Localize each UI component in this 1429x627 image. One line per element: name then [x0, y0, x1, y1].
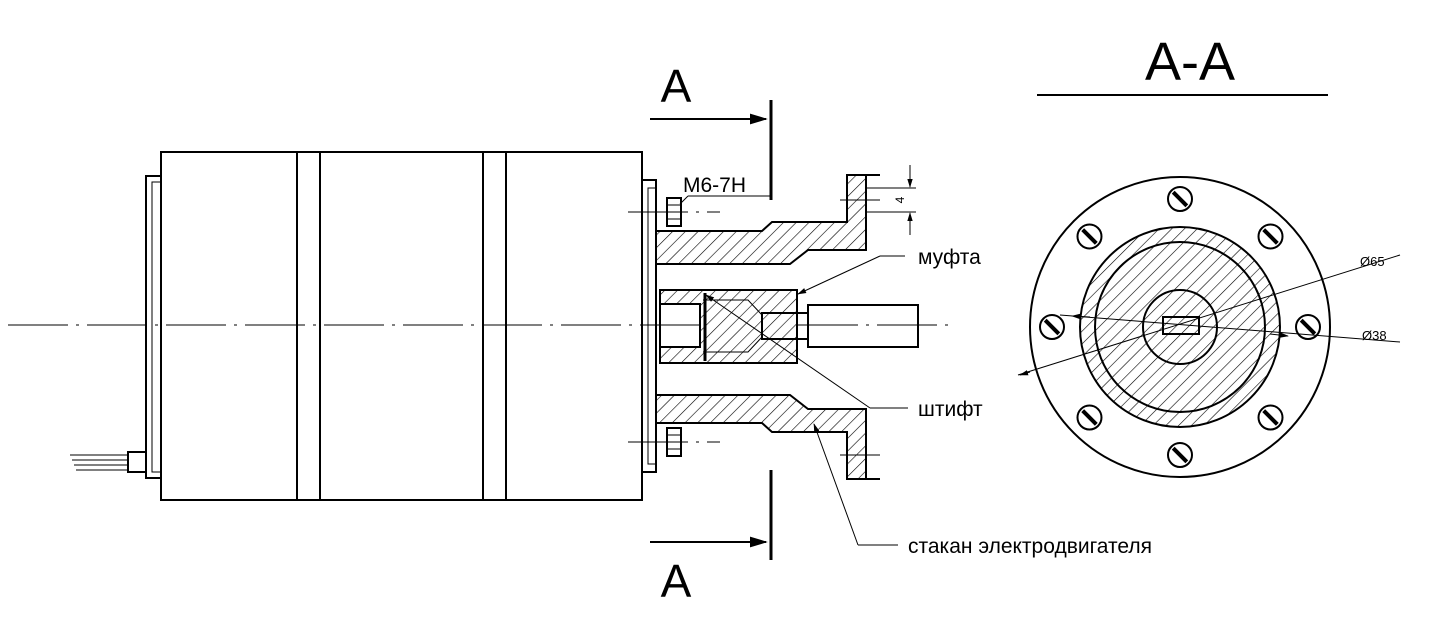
bolt-holes: [1039, 186, 1321, 468]
section-view: A-A Ø65 Ø38: [1017, 32, 1401, 478]
flange-dimension: 4: [866, 165, 916, 235]
screw-slot: [1299, 318, 1317, 336]
screw-slot: [1262, 228, 1279, 245]
thread-label: M6-7H: [683, 174, 746, 197]
screw-slot: [1081, 228, 1098, 245]
coupling-label: муфта: [918, 246, 981, 269]
section-mark-bottom: A: [661, 555, 692, 607]
motor-cup-section: [655, 174, 880, 480]
pin-leader: штифт: [705, 294, 983, 421]
screw-hole: [1167, 186, 1193, 212]
inner-diameter-value: Ø38: [1362, 328, 1387, 343]
motor-body: [145, 151, 657, 501]
screw-slot: [1171, 190, 1189, 208]
screw-slot: [1043, 318, 1061, 336]
screw-slot: [1262, 409, 1279, 426]
output-shaft: [761, 304, 919, 348]
motor-wires: [70, 451, 147, 473]
screw-slot: [1171, 446, 1189, 464]
cup-label: стакан электродвигателя: [908, 535, 1152, 558]
pin-label: штифт: [918, 398, 983, 421]
side-view: A A M6-7H 4 муфта: [8, 60, 1152, 607]
section-mark-top: A: [661, 60, 692, 112]
cup-leader: стакан электродвигателя: [813, 423, 1152, 558]
mounting-bolt-bottom: [628, 427, 720, 457]
section-cut-bottom: A: [650, 470, 773, 607]
screw-hole: [1076, 404, 1103, 431]
section-title: A-A: [1145, 32, 1235, 92]
coupling-leader: муфта: [797, 246, 981, 295]
screw-hole: [1295, 314, 1321, 340]
screw-hole: [1167, 442, 1193, 468]
screw-hole: [1076, 223, 1103, 250]
mounting-bolt-top: [628, 197, 720, 227]
coupling-section: [659, 289, 798, 364]
screw-slot: [1081, 409, 1098, 426]
flange-disc: [1029, 176, 1331, 478]
diameter-dimensions: Ø65 Ø38: [1017, 254, 1401, 376]
section-cut-top: A: [650, 60, 773, 200]
screw-hole: [1039, 314, 1065, 340]
flange-thickness-value: 4: [893, 196, 907, 203]
thread-callout: M6-7H: [679, 174, 770, 205]
screw-hole: [1257, 404, 1284, 431]
screw-hole: [1257, 223, 1284, 250]
outer-diameter-value: Ø65: [1360, 254, 1385, 269]
